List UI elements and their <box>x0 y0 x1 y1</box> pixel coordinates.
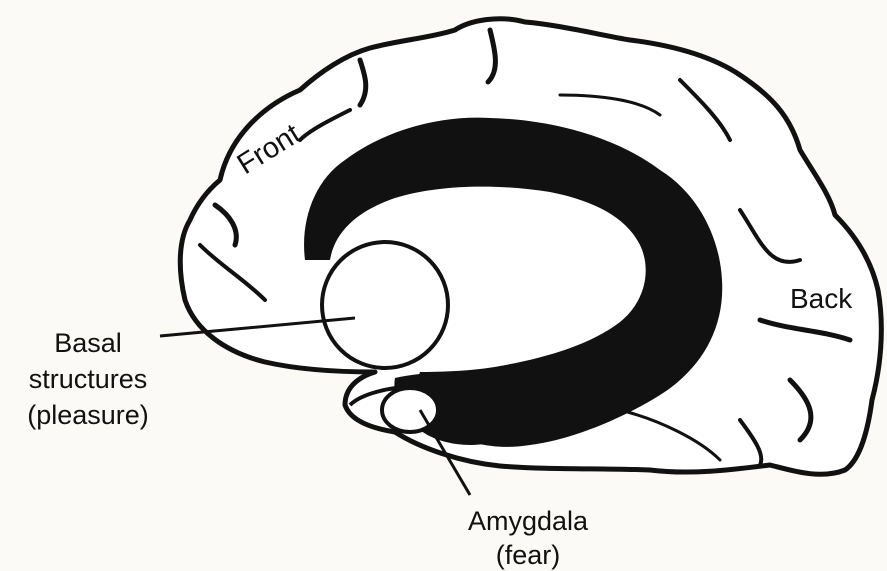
back-label: Back <box>790 283 853 314</box>
basal-label-line1: Basal <box>54 328 122 358</box>
basal-label-line3: (pleasure) <box>27 400 149 430</box>
basal-label-line2: structures <box>29 364 148 394</box>
amygdala-label-line2: (fear) <box>496 540 561 570</box>
basal-structures-circle <box>322 242 448 368</box>
amygdala-label-line1: Amygdala <box>468 506 589 536</box>
